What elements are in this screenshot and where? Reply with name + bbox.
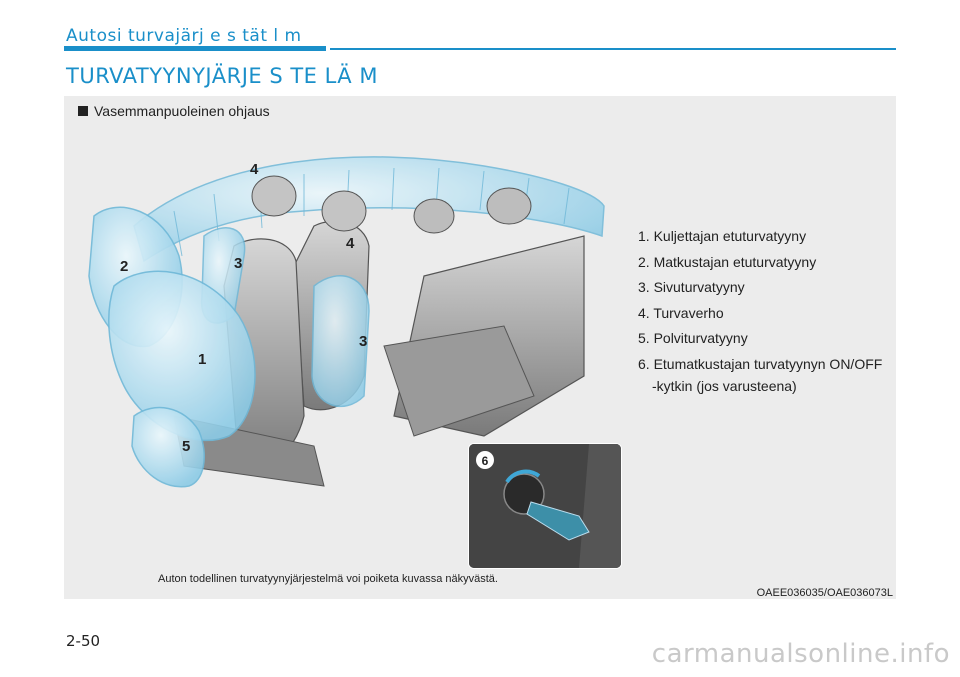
header-rule-thin — [330, 48, 896, 50]
legend-item: 2. Matkustajan etuturvatyyny — [638, 253, 817, 270]
callout-5: 5 — [182, 438, 190, 455]
callout-3a: 3 — [234, 255, 242, 272]
airbag-illustration: 1 2 3 3 4 4 5 — [88, 156, 605, 488]
airbag-figure: Vasemmanpuoleinen ohjaus — [64, 96, 896, 599]
callout-6: 6 — [482, 454, 489, 468]
legend-item: 4. Turvaverho — [638, 304, 724, 321]
watermark: carmanualsonline.info — [651, 639, 950, 669]
legend-item: 6. Etumatkustajan turvatyynyn ON/OFF — [638, 355, 883, 372]
key-switch-illustration: 6 — [469, 444, 621, 568]
figure-heading-text: Vasemmanpuoleinen ohjaus — [94, 103, 270, 119]
figure-caption: Auton todellinen turvatyynyjärjestelmä v… — [158, 573, 498, 585]
knee-airbag — [131, 406, 205, 488]
figure-heading: Vasemmanpuoleinen ohjaus — [78, 103, 270, 119]
figure-code: OAEE036035/OAE036073L — [756, 587, 893, 599]
page-number: 2-50 — [66, 632, 101, 650]
side-airbag-right — [311, 275, 370, 407]
chapter-title: Autosi turvajärj e s tät l m — [66, 26, 302, 46]
switch-inset: 6 — [468, 443, 622, 569]
legend-item: 5. Polviturvatyyny — [638, 330, 748, 346]
callout-1: 1 — [198, 351, 206, 368]
callout-2: 2 — [120, 258, 128, 275]
legend-item: 3. Sivuturvatyyny — [638, 279, 745, 295]
square-bullet-icon — [78, 106, 88, 116]
legend-item: 1. Kuljettajan etuturvatyyny — [638, 228, 807, 244]
section-title: TURVATYYNYJÄRJE S TE LÄ M — [66, 64, 378, 88]
callout-4a: 4 — [250, 161, 259, 178]
airbag-legend: 1. Kuljettajan etuturvatyyny 2. Matkusta… — [638, 224, 882, 395]
callout-4b: 4 — [346, 235, 355, 252]
callout-3b: 3 — [359, 333, 367, 350]
header-rule-thick — [64, 46, 326, 51]
legend-item-continuation: -kytkin (jos varusteena) — [652, 378, 797, 394]
curtain-airbag — [133, 156, 605, 263]
driver-front-airbag — [108, 270, 256, 442]
